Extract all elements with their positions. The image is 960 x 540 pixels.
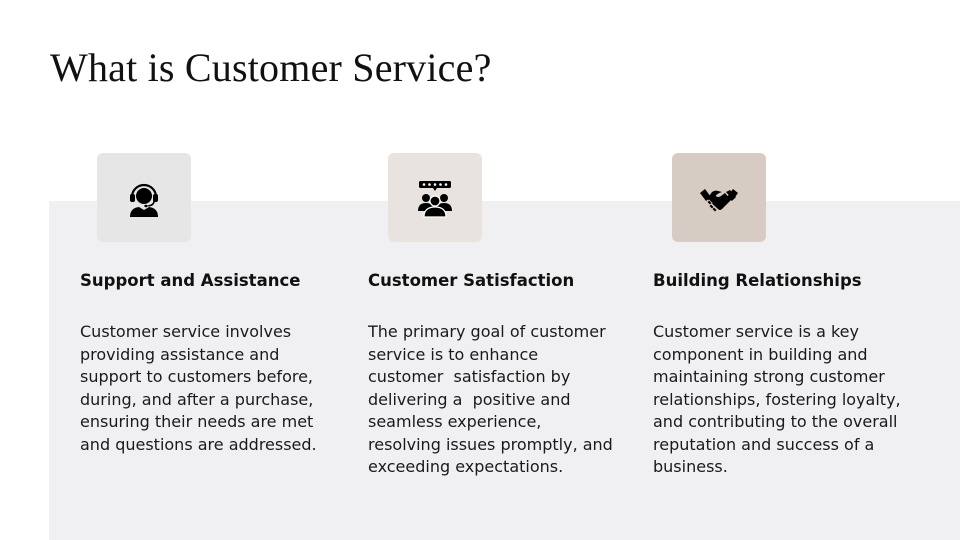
text-line: Customer service involves	[80, 322, 292, 341]
text-line: maintaining strong customer	[653, 367, 885, 386]
card-description: Customer service is a key component in b…	[653, 321, 901, 479]
icon-box	[97, 153, 191, 242]
text-line: support to customers before,	[80, 367, 314, 386]
headset-support-icon	[130, 183, 158, 217]
text-line: relationships, fostering loyalty,	[653, 389, 901, 409]
text-line: component in building and	[653, 344, 868, 364]
text-line: during, and after a purchase,	[80, 389, 314, 409]
text-line: ensuring their needs are met	[80, 412, 314, 431]
card-heading: Building Relationships	[653, 271, 862, 290]
slide-title: What is Customer Service?	[50, 45, 492, 90]
card-building-relationships: Building Relationships Customer service …	[653, 153, 932, 476]
text-line: reputation and success of a	[653, 434, 875, 454]
text-line: resolving issues promptly, and	[368, 434, 613, 454]
content-panel	[49, 201, 960, 540]
text-line: exceeding expectations.	[368, 457, 564, 476]
icon-box	[672, 153, 766, 242]
rating-group-icon	[418, 180, 452, 218]
text-line: providing assistance and	[80, 344, 280, 364]
card-description: The primary goal of customer service is …	[368, 321, 613, 479]
card-description: Customer service involves providing assi…	[80, 321, 325, 456]
text-line: customer satisfaction by	[368, 367, 571, 386]
card-customer-satisfaction: Customer Satisfaction The primary goal o…	[368, 153, 648, 476]
handshake-icon	[700, 188, 738, 213]
text-line: service is to enhance	[368, 344, 539, 364]
text-line: The primary goal of customer	[368, 322, 606, 341]
icon-box	[388, 153, 482, 242]
text-line: seamless experience,	[368, 412, 542, 431]
card-heading: Support and Assistance	[80, 271, 301, 290]
text-line: and contributing to the overall	[653, 412, 898, 431]
text-line: business.	[653, 457, 728, 476]
text-line: Customer service is a key	[653, 322, 859, 341]
card-support-assistance: Support and Assistance Customer service …	[80, 153, 357, 454]
text-line: and questions are addressed.	[80, 434, 317, 454]
card-heading: Customer Satisfaction	[368, 271, 575, 290]
text-line: delivering a positive and	[368, 389, 571, 409]
